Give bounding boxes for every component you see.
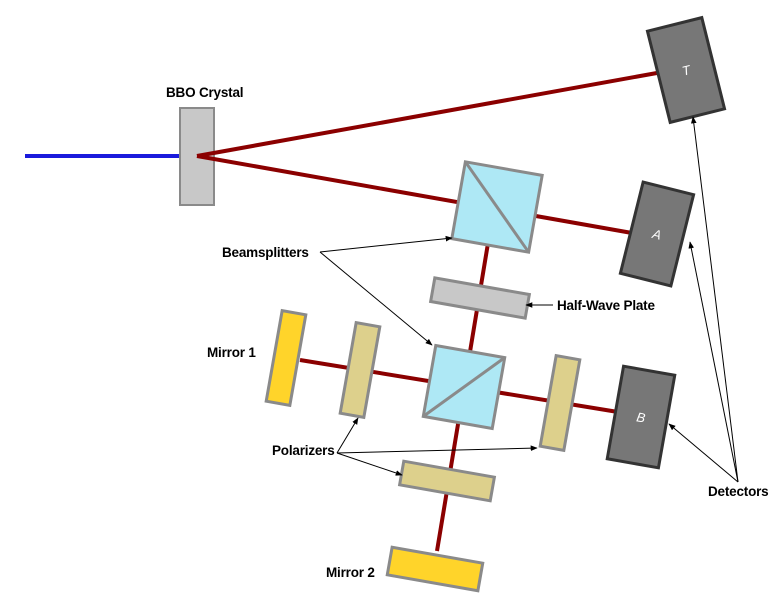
- label-polarizers: Polarizers: [272, 443, 335, 458]
- label-bbo-crystal: BBO Crystal: [166, 85, 243, 100]
- label-mirror-2: Mirror 2: [326, 565, 375, 580]
- detector-b: B: [605, 364, 677, 470]
- mirror-1: [264, 308, 308, 408]
- beamsplitter-2: [421, 343, 507, 431]
- detector-t: T: [645, 15, 727, 125]
- polarizer-right: [538, 353, 582, 453]
- beamsplitter-1: [450, 160, 544, 254]
- detector-a-label: A: [650, 226, 663, 243]
- detector-b-label: B: [635, 409, 646, 425]
- detector-a: A: [618, 180, 696, 288]
- label-mirror-1: Mirror 1: [207, 345, 256, 360]
- leader-arrows: [319, 116, 739, 483]
- label-detectors: Detectors: [708, 484, 768, 499]
- beam-to-a: [196, 154, 633, 235]
- beam-to-t: [196, 69, 669, 158]
- label-half-wave-plate: Half-Wave Plate: [557, 298, 655, 313]
- label-beamsplitters: Beamsplitters: [222, 245, 309, 260]
- mirror-2: [385, 545, 485, 593]
- polarizer-left: [338, 320, 382, 420]
